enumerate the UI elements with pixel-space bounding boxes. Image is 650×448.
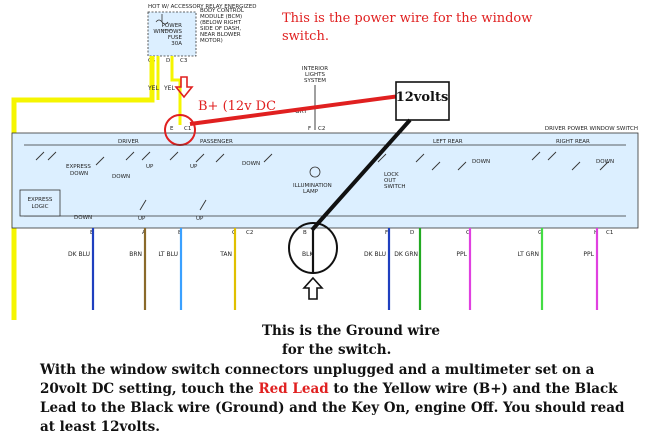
output-wires [91, 228, 599, 310]
pin-label: C2 [246, 230, 253, 236]
wire-label: LT GRN [518, 251, 539, 258]
express-logic-2: LOGIC [32, 204, 49, 210]
bcm-label-2: MODULE (BCM) [200, 14, 242, 20]
instructions-part2: to the Yellow wire (B+) and the Black Le… [40, 381, 625, 435]
pin-labels: E A B C C2 B F D C G H C1 [90, 230, 613, 236]
lockout-2: OUT [384, 178, 396, 184]
twelve-volts-label: 12volts [396, 90, 449, 105]
interior-lights-1: INTERIOR [302, 66, 328, 72]
instructions-part1: With the window switch connectors unplug… [40, 362, 595, 397]
wire-label: TAN [219, 251, 232, 258]
instructions-red-lead: Red Lead [258, 381, 329, 397]
lbl-down-passenger: DOWN [242, 161, 260, 167]
wire-label: PPL [583, 251, 594, 258]
wire-label-yel-left: YEL [147, 85, 159, 92]
fuse-box-header: HOT W/ ACCESSORY RELAY ENERGIZED [148, 4, 257, 10]
ground-note-line1: This is the Ground wire [262, 323, 440, 339]
illumination-2: LAMP [303, 189, 319, 195]
switch-title: DRIVER POWER WINDOW SWITCH [545, 126, 638, 132]
lbl-down-driver: DOWN [112, 174, 130, 180]
express-down-2: DOWN [70, 171, 88, 177]
section-right-rear: RIGHT REAR [556, 139, 590, 145]
pin-c3-label: C3 [180, 58, 188, 64]
lbl-up-bottom-2: UP [196, 216, 204, 222]
wire-color-labels: DK BLU BRN LT BLU TAN BLK DK BLU DK GRN … [68, 251, 595, 258]
lbl-down-left-rear: DOWN [472, 159, 490, 165]
wire-label: BLK [302, 251, 314, 258]
lbl-up-passenger: UP [190, 164, 198, 170]
illumination-1: ILLUMINATION [293, 183, 332, 189]
interior-lights-2: LIGHTS [305, 72, 325, 78]
twelve-volts-box [395, 81, 450, 121]
wire-label-gry: GRY [295, 108, 307, 115]
interior-lights-3: SYSTEM [304, 78, 326, 84]
conn-f-top: F [308, 126, 311, 132]
lbl-down-right-rear: DOWN [596, 159, 614, 165]
lbl-up-bottom-1: UP [138, 216, 146, 222]
red-pointer-line [189, 94, 401, 126]
bcm-label-6: MOTOR) [200, 38, 223, 44]
instructions-text: With the window switch connectors unplug… [40, 361, 640, 437]
yellow-wire-feed [170, 56, 182, 125]
pin-label: C [466, 230, 470, 236]
fuse-box [147, 11, 197, 57]
conn-c2-top: C2 [318, 126, 325, 132]
power-wire-note-line2: switch. [282, 29, 329, 44]
wire-label: DK GRN [394, 251, 418, 258]
wire-label: PPL [456, 251, 467, 258]
conn-c1-top: C1 [184, 126, 191, 132]
express-down-1: EXPRESS [66, 164, 91, 170]
fuse-label-4: 30A [171, 41, 182, 47]
bplus-label: B+ (12v DC [198, 99, 276, 114]
bcm-label-1: BODY CONTROL [200, 8, 245, 14]
wire-label: LT BLU [158, 251, 178, 258]
switch-contacts [35, 151, 609, 211]
wire-label: DK BLU [364, 251, 386, 258]
driver-power-window-switch-box [11, 132, 639, 229]
section-passenger: PASSENGER [200, 139, 233, 145]
fuse-label-1: POWER [162, 23, 183, 29]
black-pointer-line [310, 118, 412, 232]
illumination-lamp-icon [309, 166, 321, 178]
lbl-up-driver: UP [146, 164, 154, 170]
pin-label: C1 [606, 230, 613, 236]
wire-label-yel-right: YEL [163, 85, 175, 92]
express-logic-1: EXPRESS [28, 197, 53, 203]
section-driver: DRIVER [118, 139, 139, 145]
lockout-3: SWITCH [384, 184, 406, 190]
black-up-arrow-icon [302, 276, 324, 300]
wire-label: BRN [129, 251, 142, 258]
fuse-label-2: WINDOWS [153, 29, 182, 35]
red-down-arrow-icon [174, 76, 194, 99]
pin-label: D [410, 230, 414, 236]
bcm-label-4: SIDE OF DASH, [200, 26, 241, 32]
conn-e-top: E [170, 126, 174, 132]
power-wire-note-line1: This is the power wire for the window [282, 11, 532, 26]
ground-note-line2: for the switch. [282, 342, 392, 358]
pin-label: B [303, 230, 307, 236]
section-left-rear: LEFT REAR [433, 139, 463, 145]
bcm-label-3: (BELOW RIGHT [200, 20, 242, 26]
express-logic-box [19, 189, 61, 217]
bcm-label-5: NEAR BLOWER [200, 32, 241, 38]
lockout-1: LOCK [384, 172, 399, 178]
pin-label: F [385, 230, 388, 236]
pin-label: G [538, 230, 542, 236]
lbl-down-bottom: DOWN [74, 215, 92, 221]
wire-label: DK BLU [68, 251, 90, 258]
black-circle-ground-connector [288, 222, 338, 274]
ground-note: This is the Ground wire for the switch. [262, 322, 502, 360]
fuse-label-3: FUSE [168, 35, 183, 41]
pin-d5-label: D5 [166, 58, 174, 64]
